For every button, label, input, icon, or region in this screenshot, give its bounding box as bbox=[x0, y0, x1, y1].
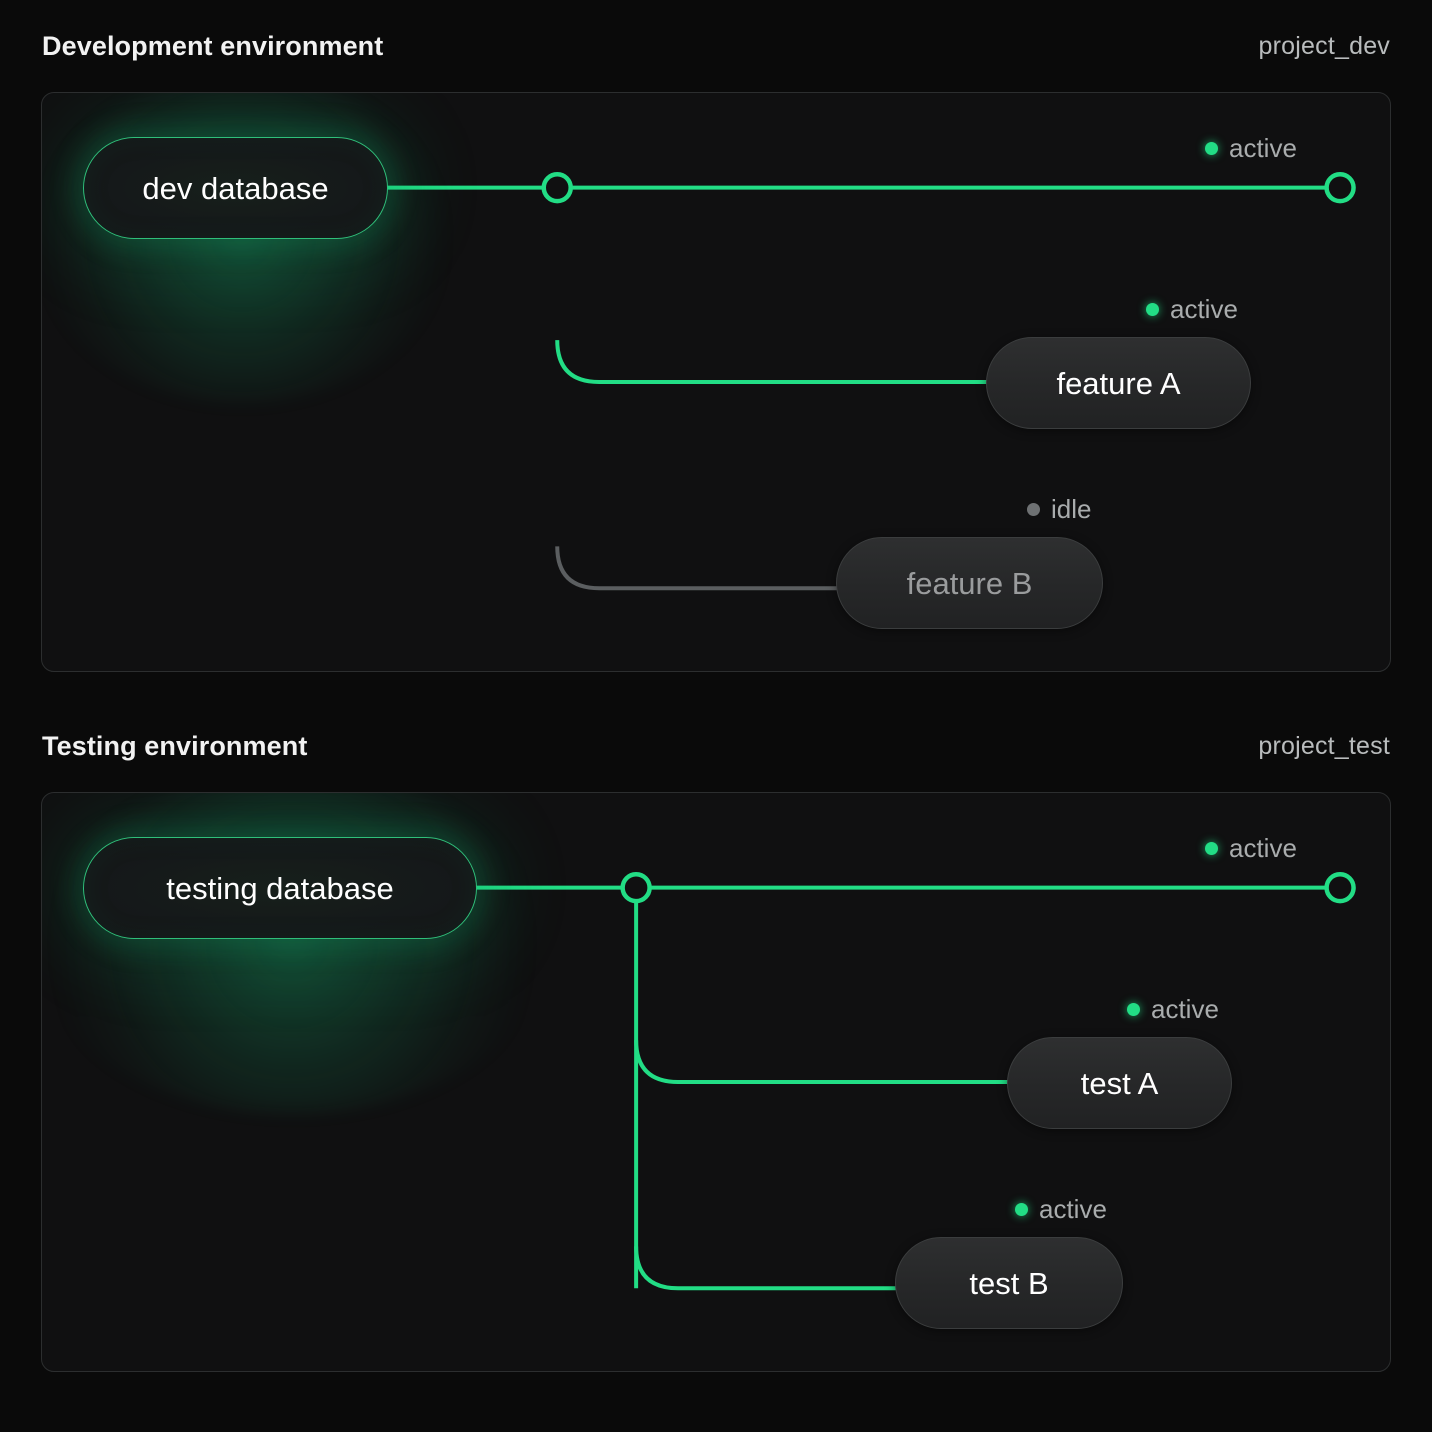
testing-graph-panel: active testing database active test A ac… bbox=[41, 792, 1391, 1372]
node-feature-a-label: feature A bbox=[1056, 365, 1181, 401]
node-testing-database[interactable]: testing database bbox=[83, 837, 477, 939]
node-testing-database-label: testing database bbox=[166, 870, 394, 906]
node-dev-database-label: dev database bbox=[142, 170, 329, 206]
dev-branch-feature-b bbox=[555, 546, 841, 591]
node-test-a-label: test A bbox=[1080, 1065, 1159, 1101]
dev-endpoint-node[interactable] bbox=[1324, 171, 1356, 204]
status-dot-icon bbox=[1015, 1202, 1028, 1216]
status-dot-icon bbox=[1027, 502, 1040, 516]
development-graph-panel: active dev database active feature A idl… bbox=[41, 92, 1391, 672]
status-dot-icon bbox=[1127, 1002, 1140, 1016]
test-b-status-label: active bbox=[1039, 1194, 1107, 1224]
development-connector-graph bbox=[386, 171, 1356, 591]
project-name-test: project_test bbox=[1258, 731, 1390, 760]
testing-connector-graph bbox=[476, 871, 1356, 1291]
node-feature-b[interactable]: feature B bbox=[836, 537, 1103, 629]
page-title-testing: Testing environment bbox=[42, 730, 308, 761]
test-endpoint-node[interactable] bbox=[1324, 871, 1356, 904]
section-testing-environment: Testing environment project_test bbox=[0, 700, 1432, 1372]
node-feature-b-label: feature B bbox=[906, 565, 1033, 601]
development-header: Development environment project_dev bbox=[0, 0, 1432, 92]
node-test-a[interactable]: test A bbox=[1007, 1037, 1232, 1129]
node-test-b-label: test B bbox=[969, 1265, 1049, 1301]
dev-feature-b-status-label: idle bbox=[1051, 494, 1092, 524]
status-dot-icon bbox=[1146, 302, 1159, 316]
test-a-status-label: active bbox=[1151, 994, 1219, 1024]
dev-feature-a-status: active bbox=[1146, 296, 1238, 322]
test-branch-test-a bbox=[634, 1040, 1008, 1084]
dev-feature-a-status-label: active bbox=[1170, 294, 1238, 324]
section-development-environment: Development environment project_dev bbox=[0, 0, 1432, 672]
dev-branch-feature-a bbox=[555, 340, 991, 384]
dev-junction-node[interactable] bbox=[541, 171, 573, 204]
node-test-b[interactable]: test B bbox=[895, 1237, 1123, 1329]
page-title-development: Development environment bbox=[42, 30, 384, 61]
test-branch-test-b bbox=[634, 1246, 896, 1291]
node-feature-a[interactable]: feature A bbox=[986, 337, 1251, 429]
test-spine-status-label: active bbox=[1229, 833, 1297, 863]
test-spine-status: active bbox=[1205, 835, 1297, 861]
dev-spine-status-label: active bbox=[1229, 133, 1297, 163]
test-a-status: active bbox=[1127, 996, 1219, 1022]
test-b-status: active bbox=[1015, 1196, 1107, 1222]
dev-spine-status: active bbox=[1205, 135, 1297, 161]
test-junction-node[interactable] bbox=[620, 871, 652, 904]
testing-header: Testing environment project_test bbox=[0, 700, 1432, 792]
project-name-dev: project_dev bbox=[1258, 31, 1390, 60]
status-dot-icon bbox=[1205, 841, 1218, 855]
status-dot-icon bbox=[1205, 141, 1218, 155]
dev-feature-b-status: idle bbox=[1027, 496, 1091, 522]
node-dev-database[interactable]: dev database bbox=[83, 137, 388, 239]
